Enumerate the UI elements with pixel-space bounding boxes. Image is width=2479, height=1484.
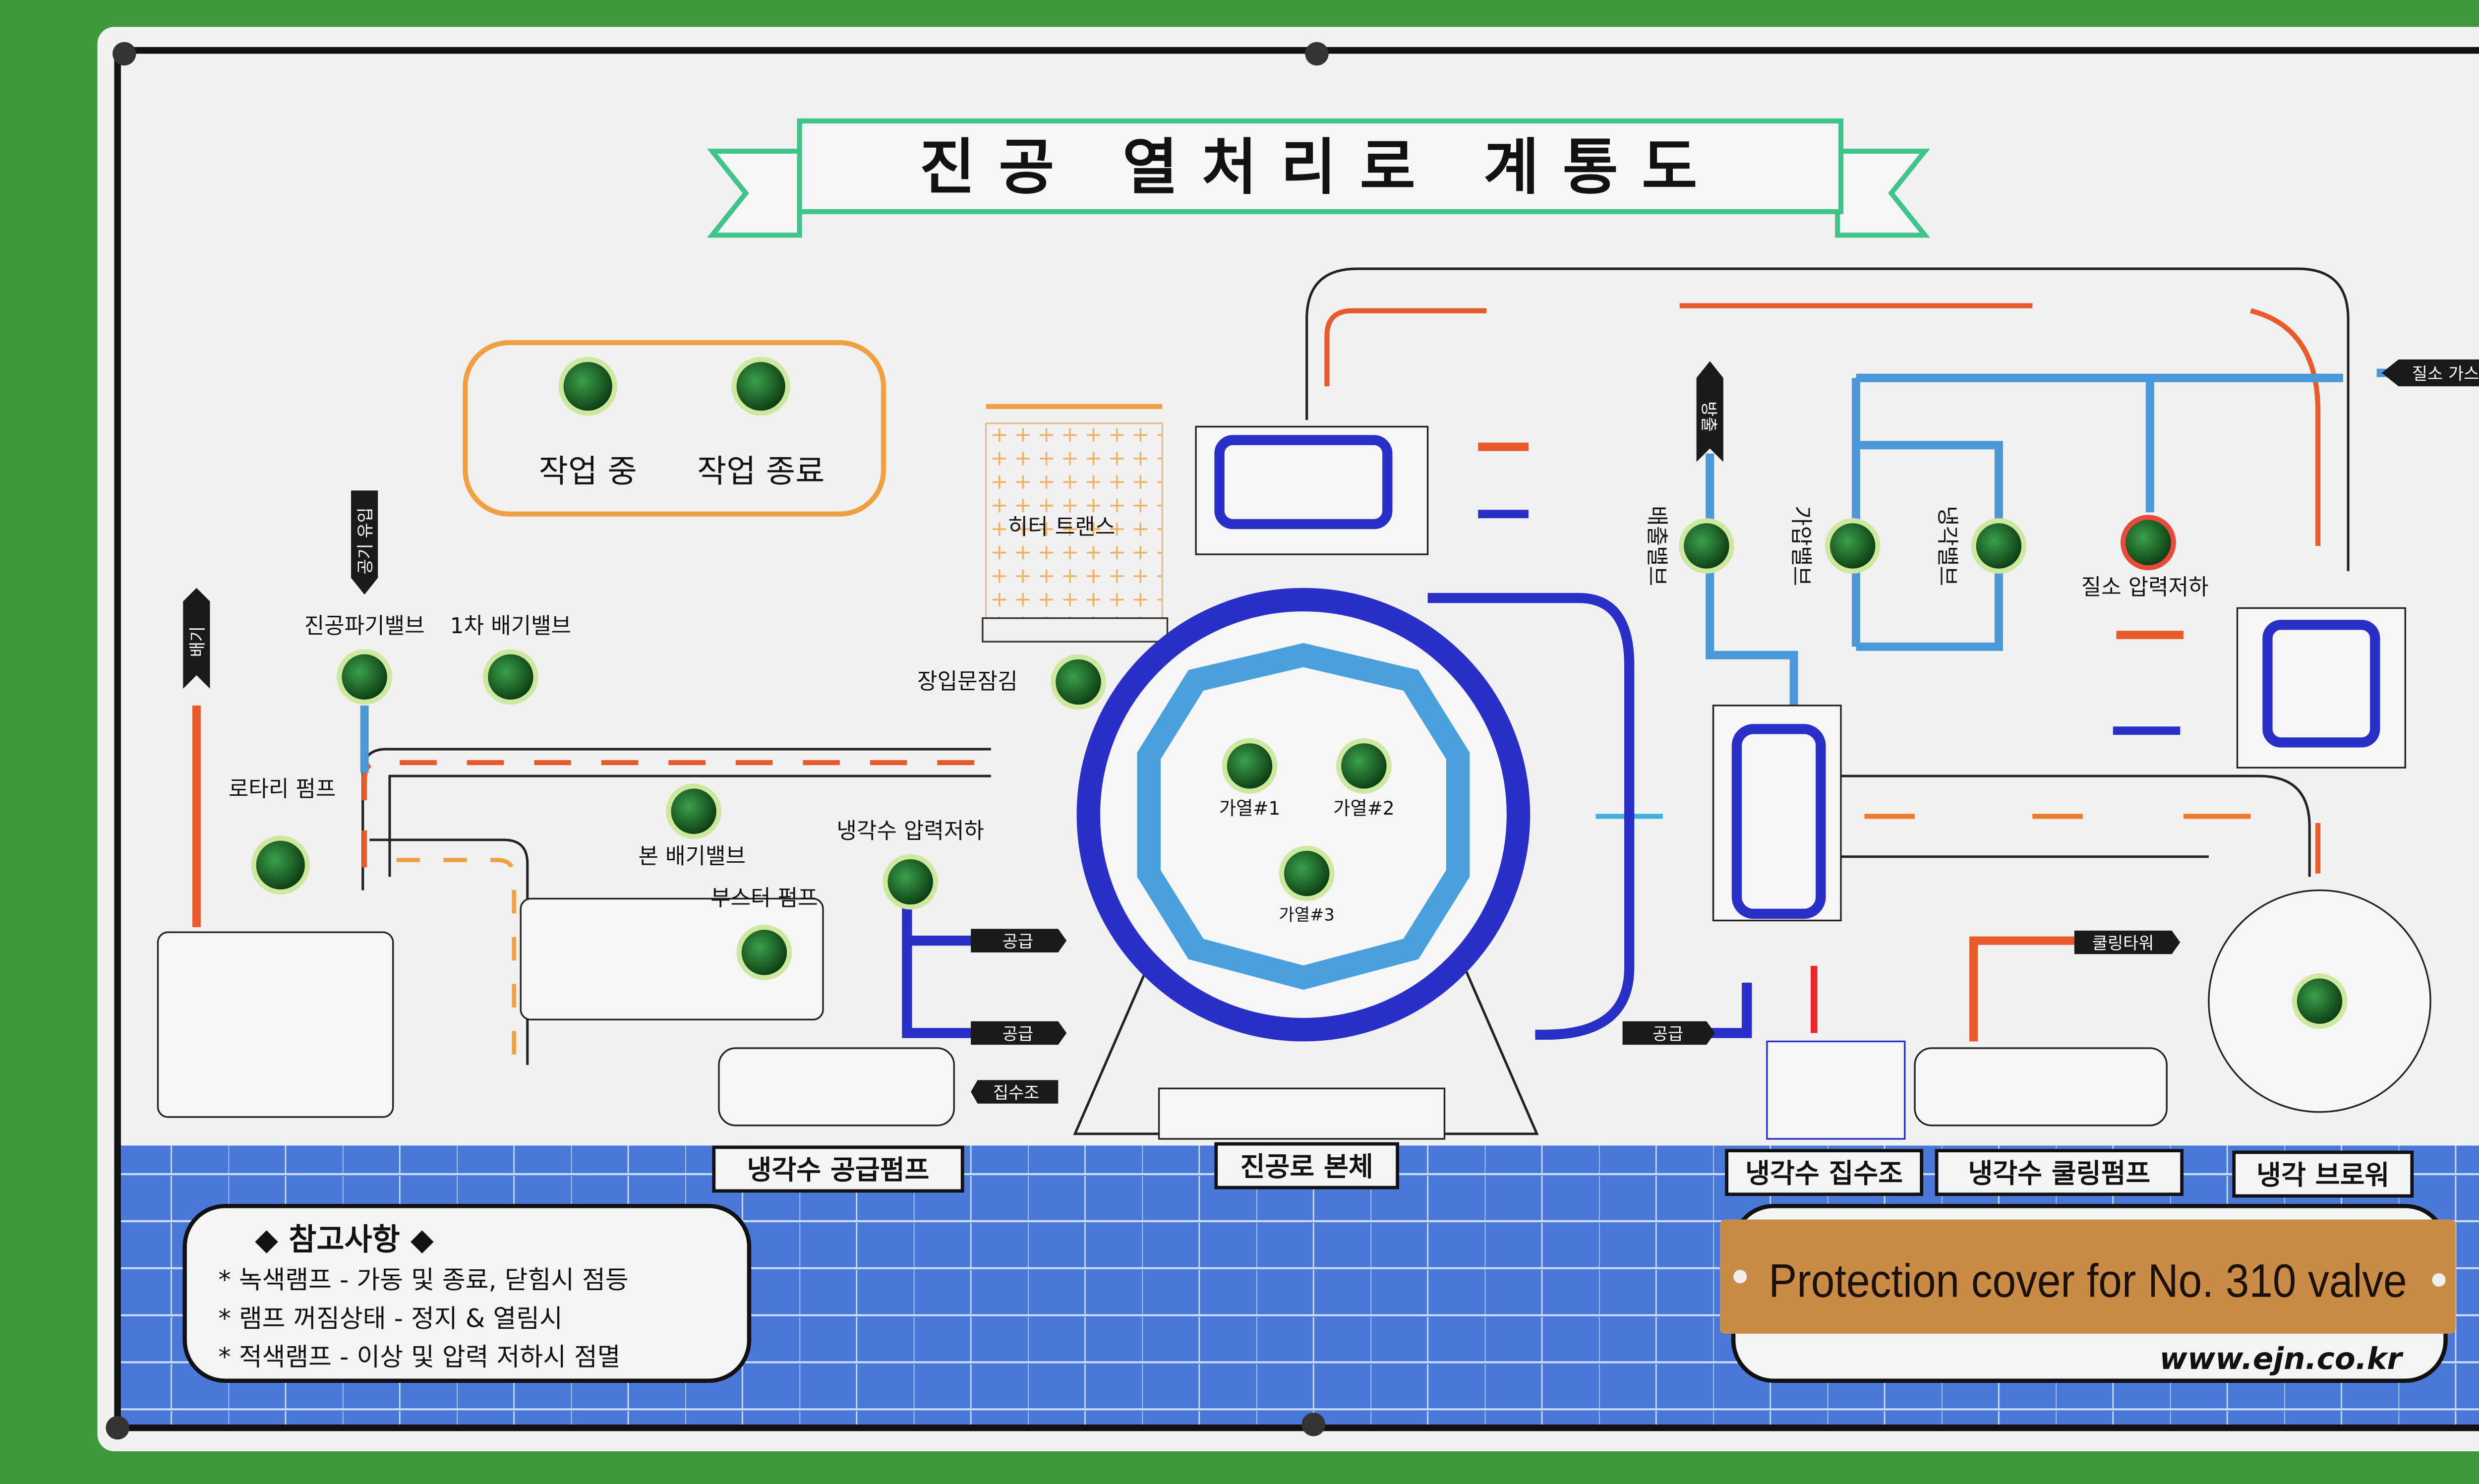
heater-transformer: 히터 트랜스 <box>982 404 1169 643</box>
heat-exchanger-middle <box>1712 705 1842 922</box>
label-discharge-valve: 배출밸브 <box>1644 506 1669 586</box>
label-coolant-sump: 냉각수 집수조 <box>1745 1158 1903 1189</box>
lamp-finished <box>731 356 790 416</box>
label-heat-1: 가열#1 <box>1219 797 1280 819</box>
label-main-exhaust-valve: 본 배기밸브 <box>638 843 746 869</box>
label-cooling-blower: 냉각 브로워 <box>2256 1159 2389 1190</box>
notes-heading: ◆ 참고사항 ◆ <box>255 1222 434 1257</box>
tag-supply-3: 공급 <box>1653 1024 1683 1044</box>
indicator-lamps <box>251 515 2348 1029</box>
label-working: 작업 중 <box>539 453 637 490</box>
label-coolant-supply-pump: 냉각수 공급펌프 <box>747 1154 930 1186</box>
lamp-cooling-blower <box>2292 973 2348 1029</box>
label-door-locked: 장입문잠김 <box>917 669 1018 694</box>
lamp-vacuum-break-valve <box>337 649 393 705</box>
coolant-supply-pump <box>718 1047 955 1127</box>
cooling-tower-line <box>1969 936 2074 1042</box>
label-pressurize-valve: 가압밸브 <box>1788 506 1814 586</box>
tag-exhaust: 배기 <box>188 626 207 657</box>
label-finished: 작업 종료 <box>697 453 825 490</box>
page-title: 진공 열처리로 계통도 <box>920 132 1721 202</box>
website-text: www.ejn.co.kr <box>2160 1341 2404 1376</box>
tag-release: 방출 <box>1699 401 1718 432</box>
note-item: * 적색램프 - 이상 및 압력 저하시 점멸 <box>218 1342 620 1371</box>
vacuum-furnace <box>1073 588 1539 1140</box>
lamp-rotary-pump <box>251 835 310 894</box>
coolant-line <box>902 593 1752 1040</box>
note-item: * 램프 꺼짐상태 - 정지 & 열림시 <box>218 1304 562 1333</box>
coolant-cooling-pump <box>1914 1047 2168 1127</box>
water-tank <box>1766 1040 1906 1140</box>
lamp-heat-2 <box>1336 738 1392 794</box>
rotary-pump <box>157 931 394 1118</box>
label-coolant-cooling-pump: 냉각수 쿨링펌프 <box>1968 1158 2150 1189</box>
tag-air-inlet: 공기 유입 <box>356 507 375 574</box>
label-vacuum-break-valve: 진공파기밸브 <box>304 613 425 639</box>
label-heat-3: 가열#3 <box>1279 905 1335 924</box>
label-heat-2: 가열#2 <box>1333 797 1394 819</box>
label-nitrogen-pressure-low: 질소 압력저하 <box>2081 575 2209 600</box>
tag-cooling-tower: 쿨링타워 <box>2092 934 2154 953</box>
notes-box: ◆ 참고사항 ◆ * 녹색램프 - 가동 및 종료, 닫힘시 점등 * 램프 꺼… <box>182 1204 752 1383</box>
lamp-coolant-pressure-low <box>883 854 939 910</box>
note-item: * 녹색램프 - 가동 및 종료, 닫힘시 점등 <box>218 1265 628 1294</box>
tag-supply-1: 공급 <box>1003 932 1033 951</box>
lamp-heat-3 <box>1279 845 1335 901</box>
lamp-working <box>558 356 617 416</box>
lamp-booster-pump <box>736 924 792 980</box>
plate-text: Protection cover for No. 310 valve <box>1769 1254 2407 1307</box>
status-panel: 작업 중 작업 종료 <box>463 340 886 517</box>
tag-sump: 집수조 <box>993 1083 1039 1103</box>
tag-supply-2: 공급 <box>1003 1024 1033 1044</box>
label-heater-trans: 히터 트랜스 <box>1008 514 1116 539</box>
lamp-primary-exhaust-valve <box>482 649 538 705</box>
title-banner: 진공 열처리로 계통도 <box>707 118 1930 238</box>
bottom-labels: 냉각수 공급펌프 진공로 본체 냉각수 집수조 냉각수 쿨링펌프 냉각 브로워 <box>712 1142 2414 1198</box>
lamp-nitrogen-pressure-low <box>2121 515 2176 571</box>
lamp-main-exhaust-valve <box>666 783 722 839</box>
label-rotary-pump: 로타리 펌프 <box>229 776 336 802</box>
flow-tags: 배기 공기 유입 방출 질소 가스 쿨링타워 공급 공급 공급 집수조 <box>183 359 2479 1104</box>
brass-plate: Protection cover for No. 310 valve <box>1720 1219 2456 1334</box>
lamp-heat-1 <box>1222 738 1278 794</box>
lamp-pressurize-valve <box>1825 518 1881 574</box>
heat-exchanger-top <box>1195 425 1529 555</box>
heat-exchanger-right <box>2113 607 2406 769</box>
tag-nitrogen-gas: 질소 가스 <box>2412 364 2479 384</box>
lamp-door-locked <box>1051 654 1106 710</box>
label-cooling-valve: 냉각밸브 <box>1935 506 1960 586</box>
label-furnace-body: 진공로 본체 <box>1240 1151 1373 1182</box>
booster-pump <box>520 897 824 1021</box>
lamp-cooling-valve <box>1971 518 2027 574</box>
label-coolant-pressure-low: 냉각수 압력저하 <box>836 818 984 843</box>
screw-icons <box>106 42 1329 1440</box>
label-booster-pump: 부스터 펌프 <box>710 886 818 911</box>
lamp-discharge-valve <box>1679 518 1734 574</box>
label-primary-exhaust-valve: 1차 배기밸브 <box>450 613 572 639</box>
component-labels: 진공파기밸브 1차 배기밸브 로타리 펌프 본 배기밸브 부스터 펌프 냉각수 … <box>229 506 2209 924</box>
